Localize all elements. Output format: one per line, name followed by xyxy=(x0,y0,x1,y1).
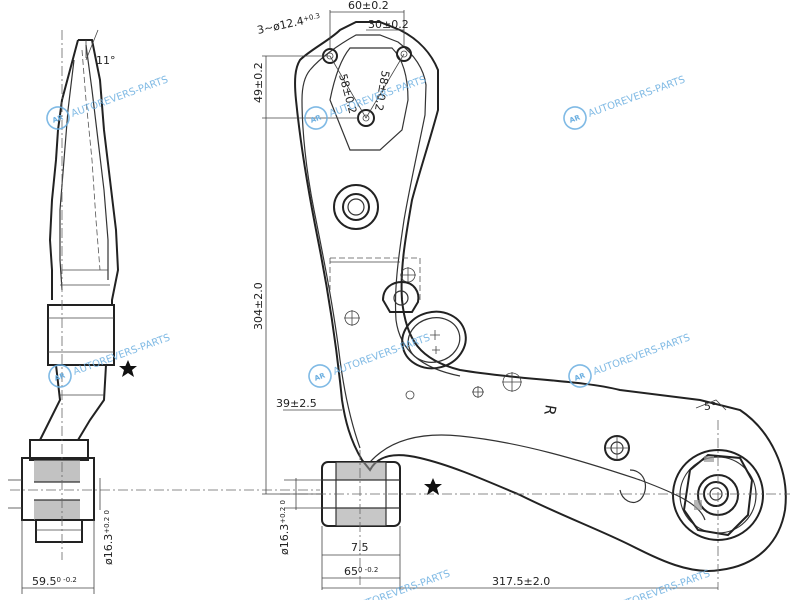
dim-width-hole: 30±0.2 xyxy=(368,18,409,31)
svg-text:AUTOREVERS-PARTS: AUTOREVERS-PARTS xyxy=(332,332,432,377)
dim-angle-5: 5° xyxy=(704,400,717,413)
side-view xyxy=(10,29,320,560)
svg-text:AR: AR xyxy=(568,113,581,124)
star-mark-left xyxy=(119,360,137,377)
dim-offset-39: 39±2.5 xyxy=(276,397,317,410)
svg-text:AR: AR xyxy=(51,113,64,124)
watermark-logo: AR AUTOREVERS-PARTS xyxy=(48,332,172,388)
star-mark-right xyxy=(424,478,442,495)
dim-angle-11: 11° xyxy=(96,54,116,67)
dim-bore-mid: ø16.3+0.2 0 xyxy=(278,500,291,555)
svg-text:AUTOREVERS-PARTS: AUTOREVERS-PARTS xyxy=(612,568,712,600)
watermark-logo: AR AUTOREVERS-PARTS xyxy=(308,332,432,388)
dim-vert-49: 49±0.2 xyxy=(252,62,265,103)
svg-text:AUTOREVERS-PARTS: AUTOREVERS-PARTS xyxy=(592,332,692,377)
dim-width-75: 7.5 xyxy=(351,541,369,554)
svg-text:AR: AR xyxy=(53,371,66,382)
watermark-logo: AR AUTOREVERS-PARTS xyxy=(563,74,687,130)
watermark-logo: AR AUTOREVERS-PARTS xyxy=(304,74,428,130)
svg-text:AR: AR xyxy=(573,371,586,382)
dimension-lines xyxy=(8,10,718,594)
side-mark-r: R xyxy=(540,403,560,416)
svg-text:AR: AR xyxy=(313,371,326,382)
svg-text:AUTOREVERS-PARTS: AUTOREVERS-PARTS xyxy=(587,74,687,119)
dim-length-317: 317.5±2.0 xyxy=(492,575,550,588)
dim-vert-304: 304±2.0 xyxy=(252,282,265,330)
dim-bore-left: ø16.3+0.2 0 xyxy=(102,510,115,565)
watermark-logo: AUTOREVERS-PARTS xyxy=(612,568,712,600)
dim-width-595: 59.50 -0.2 xyxy=(32,575,77,588)
svg-text:AR: AR xyxy=(309,113,322,124)
watermark-logo: AR AUTOREVERS-PARTS xyxy=(568,332,692,388)
svg-text:AUTOREVERS-PARTS: AUTOREVERS-PARTS xyxy=(72,332,172,377)
top-view xyxy=(280,21,790,590)
dim-width-65: 650 -0.2 xyxy=(344,565,378,578)
dim-holes: 3~ø12.4+0.3 xyxy=(256,11,322,37)
dim-width-top: 60±0.2 xyxy=(348,0,389,12)
